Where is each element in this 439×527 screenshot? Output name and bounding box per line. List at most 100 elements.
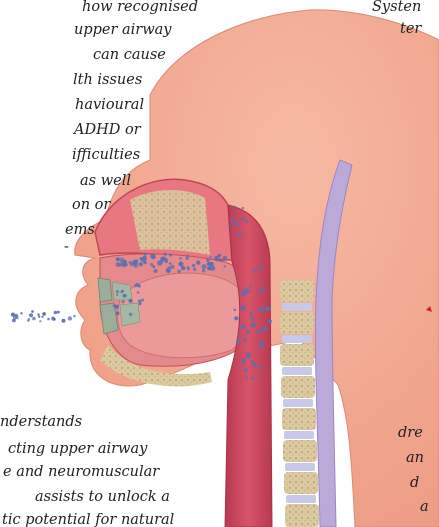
pharynx-airway xyxy=(225,205,272,527)
text-line: ifficulties xyxy=(72,148,140,163)
text-line: ADHD or xyxy=(74,123,141,138)
bacterium-dot xyxy=(121,290,124,293)
bacterium-dot xyxy=(257,330,260,333)
bacterium-dot xyxy=(214,256,219,261)
text-line: can cause xyxy=(93,48,166,63)
bacterium-dot xyxy=(263,326,268,331)
bacterium-dot xyxy=(262,287,266,291)
bacterium-dot xyxy=(223,256,227,260)
bacterium-dot xyxy=(207,266,211,270)
bacterium-dot xyxy=(228,225,230,227)
bacterium-dot xyxy=(202,264,207,269)
bacterium-dot xyxy=(202,269,206,273)
bacterium-dot xyxy=(245,289,250,294)
bacterium-dot xyxy=(57,311,60,314)
bacterium-dot xyxy=(169,254,172,257)
bacterium-dot xyxy=(129,299,133,303)
bacterium-dot xyxy=(242,207,244,209)
bacterium-dot xyxy=(238,334,240,336)
bacterium-dot xyxy=(114,305,118,309)
bacterium-dot xyxy=(253,269,256,272)
bacterium-dot xyxy=(134,284,137,287)
bacterium-dot xyxy=(238,224,240,226)
upper-teeth xyxy=(98,278,112,302)
bacterium-dot xyxy=(37,313,39,315)
bacterium-dot xyxy=(249,285,251,287)
vertebrae xyxy=(280,280,319,527)
bacterium-dot xyxy=(177,270,181,274)
bacterium-dot xyxy=(116,311,120,315)
bacterium-dot xyxy=(234,316,238,320)
bacterium-dot xyxy=(181,266,185,270)
bacterium-dot xyxy=(237,233,240,236)
bacterium-dot xyxy=(246,353,251,358)
bacterium-dot xyxy=(231,218,235,222)
bacterium-dot xyxy=(168,271,170,273)
bacterium-dot xyxy=(224,265,227,268)
bacterium-dot xyxy=(196,260,200,264)
bacterium-dot xyxy=(116,294,118,296)
bacterium-dot xyxy=(41,316,43,318)
bacterium-dot xyxy=(32,317,36,321)
text-line: an xyxy=(406,451,424,466)
text-line: Systen xyxy=(372,0,421,15)
text-line: ems xyxy=(65,223,95,238)
text-line: how recognised xyxy=(82,0,198,15)
bacterium-dot xyxy=(73,315,76,318)
bacterium-dot xyxy=(138,300,140,302)
bacterium-dot xyxy=(246,376,248,378)
bacterium-dot xyxy=(165,260,168,263)
bacterium-dot xyxy=(164,253,167,256)
bacterium-dot xyxy=(123,294,127,298)
bacterium-dot xyxy=(68,316,72,320)
text-line: tic potential for natural xyxy=(2,513,174,527)
bacterium-dot xyxy=(137,291,140,294)
bacterium-dot xyxy=(29,313,33,317)
bacterium-dot xyxy=(160,257,164,261)
bacterium-dot xyxy=(129,313,132,316)
text-line: ter xyxy=(400,22,421,37)
bacterium-dot xyxy=(144,253,147,256)
bacterium-dot xyxy=(151,255,156,260)
bacterium-dot xyxy=(166,268,169,271)
bacterium-dot xyxy=(179,262,182,265)
bacterium-dot xyxy=(139,262,143,266)
bacterium-dot xyxy=(250,312,253,315)
bacterium-dot xyxy=(258,290,262,294)
bacterium-dot xyxy=(179,257,182,260)
bacterium-dot xyxy=(268,319,272,323)
bacterium-dot xyxy=(130,262,135,267)
bacterium-dot xyxy=(241,360,245,364)
bacterium-dot xyxy=(193,268,196,271)
bacterium-dot xyxy=(27,320,29,322)
text-line: nderstands xyxy=(0,415,82,430)
bacterium-dot xyxy=(122,260,127,265)
bacterium-dot xyxy=(246,330,250,334)
bacterium-dot xyxy=(187,267,190,270)
bacterium-dot xyxy=(240,305,245,310)
bacterium-dot xyxy=(251,318,254,321)
text-line: e and neuromuscular xyxy=(3,465,159,480)
bacterium-dot xyxy=(250,315,252,317)
bacterium-dot xyxy=(234,309,237,312)
bacterium-dot xyxy=(186,255,189,258)
bacterium-dot xyxy=(258,265,263,270)
bacterium-dot xyxy=(39,320,41,322)
bacterium-dot xyxy=(240,233,243,236)
text-line: d xyxy=(410,476,419,491)
bacterium-dot xyxy=(209,256,212,259)
bacterium-dot xyxy=(243,338,246,341)
bacterium-dot xyxy=(62,319,66,323)
bacterium-dot xyxy=(38,316,40,318)
text-line: havioural xyxy=(75,98,144,113)
bacterium-dot xyxy=(252,362,256,366)
bacterium-dot xyxy=(116,257,120,261)
bacterium-dot xyxy=(259,342,264,347)
bacterium-dot xyxy=(137,284,140,287)
bacterium-dot xyxy=(42,312,46,316)
bacterium-dot xyxy=(53,318,56,321)
bacterium-dot xyxy=(251,377,254,380)
text-line: as well xyxy=(80,174,131,189)
text-line: upper airway xyxy=(74,23,172,38)
